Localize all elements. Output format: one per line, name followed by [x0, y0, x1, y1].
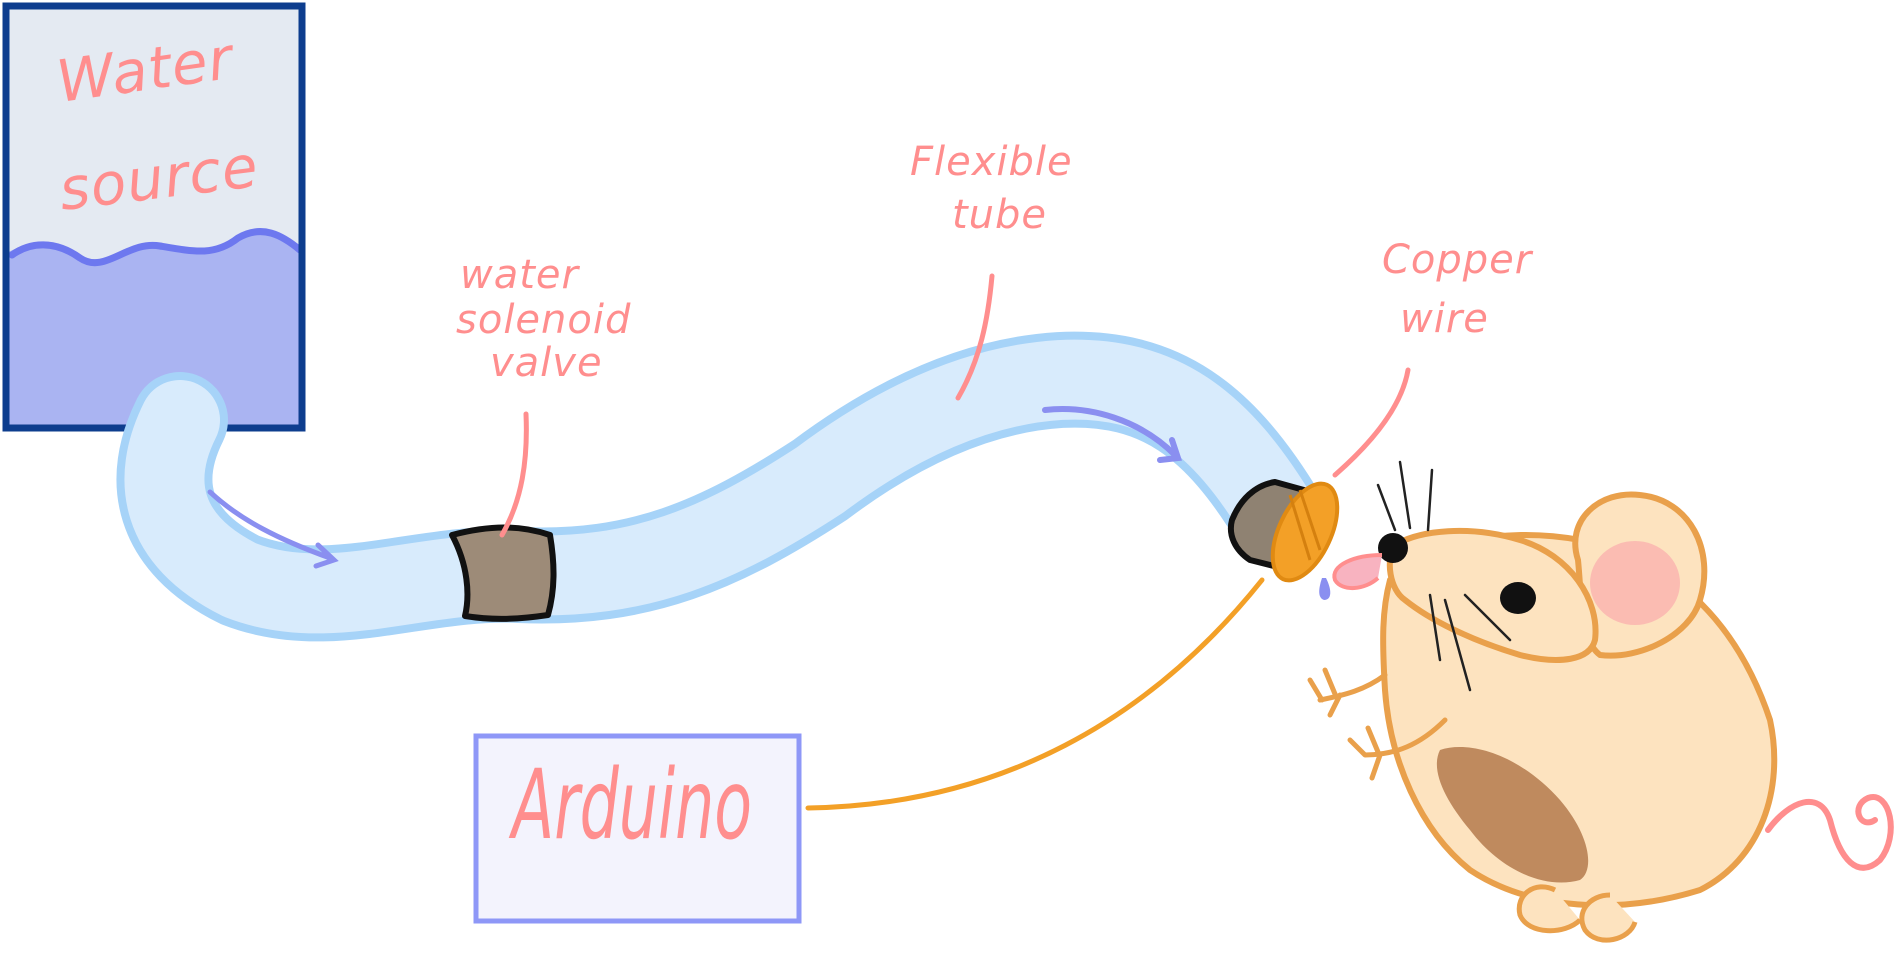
solenoid-valve-icon	[449, 524, 557, 622]
arduino-board-box	[473, 733, 802, 924]
wire-label-line2: wire	[1400, 296, 1489, 342]
wire-pointer-line	[1332, 367, 1411, 478]
lick-spout	[1228, 479, 1340, 600]
valve-label-line2: solenoid	[456, 297, 631, 343]
wire-label-line1: Copper	[1382, 237, 1534, 283]
tube-label-line2: tube	[952, 192, 1047, 238]
valve-label-line1: water	[460, 252, 581, 298]
water-droplet-icon	[1319, 578, 1331, 600]
arduino-label: Arduino	[508, 749, 752, 861]
mouse-icon	[1307, 460, 1894, 943]
tube-label-line1: Flexible	[910, 139, 1073, 185]
copper-wire	[805, 577, 1265, 811]
water-tank-icon	[2, 2, 306, 432]
flexible-tube	[116, 331, 1328, 642]
valve-pointer-line	[499, 411, 529, 538]
valve-label-line3: valve	[490, 340, 603, 386]
tube-pointer-line	[955, 273, 995, 401]
